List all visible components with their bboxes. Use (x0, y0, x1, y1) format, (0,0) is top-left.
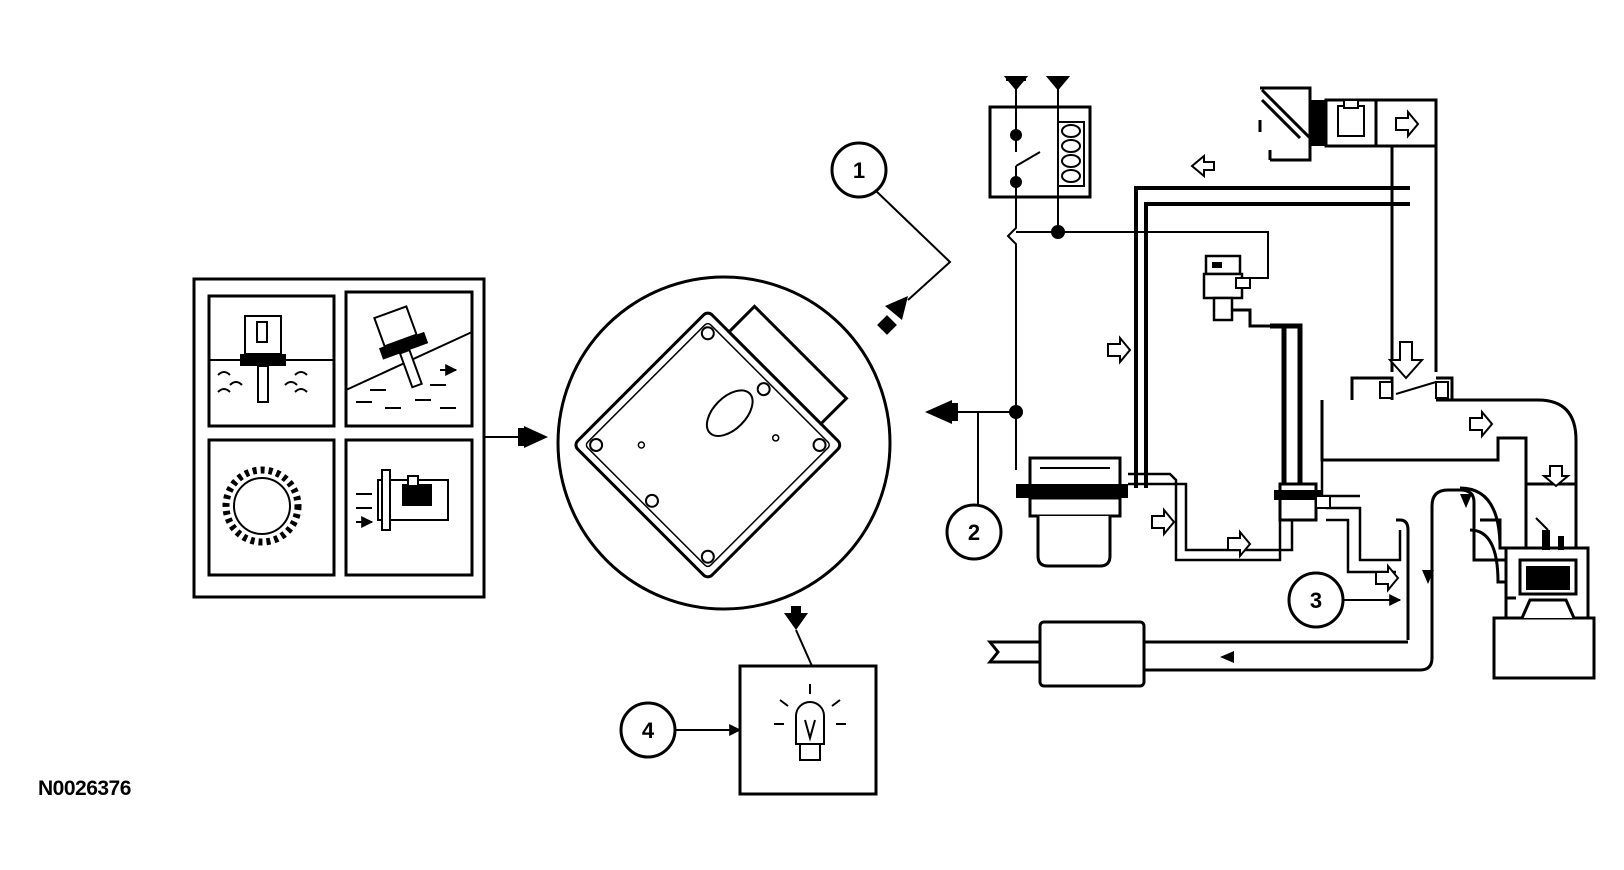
trigger-wheel-icon (207, 438, 336, 577)
purge-line (1320, 460, 1402, 574)
intake-manifold (1320, 376, 1578, 488)
sensor-input-panel (192, 277, 486, 599)
exhaust-system (986, 486, 1516, 672)
vapor-lines (1134, 186, 1410, 500)
junction-dot (1009, 405, 1023, 419)
fuel-pump-relay (988, 76, 1092, 199)
malfunction-indicator-lamp (738, 664, 878, 796)
airflow-arrow-icon (1469, 409, 1494, 439)
exhaust-flow-arrow (1460, 494, 1472, 508)
powertrain-control-module (556, 275, 892, 611)
exhaust-flow-arrow (1422, 570, 1434, 584)
input-arrow-2 (925, 400, 975, 424)
junction-dot (1051, 225, 1065, 239)
fuel-tank (1016, 456, 1128, 568)
callout-4-label: 4 (642, 718, 655, 743)
relay-wiring (975, 182, 1269, 508)
callout-3-label: 3 (1310, 588, 1322, 613)
figure-reference-code: N0026376 (38, 777, 131, 800)
purge-valve (1274, 482, 1331, 522)
callout-1: 1 (830, 141, 952, 335)
lamp-icon (774, 684, 846, 761)
airflow-arrow-icon (1541, 465, 1571, 488)
callout-1-label: 1 (853, 158, 865, 183)
relay-coil-icon (1057, 121, 1085, 187)
air-filter (1258, 86, 1438, 162)
callout-2-label: 2 (968, 520, 980, 545)
callout-3: 3 (1287, 571, 1402, 629)
airflow-sensor-icon (344, 290, 474, 428)
callout-4: 4 (619, 701, 742, 759)
vapor-flow-arrows (1107, 153, 1400, 593)
airflow-arrow-icon (1387, 341, 1425, 380)
temperature-sensor-icon (207, 294, 336, 428)
pressure-sensor-icon (344, 438, 474, 577)
fuel-injector (1202, 254, 1251, 322)
sensor-to-pcm-arrow (484, 426, 548, 448)
intake-duct (1390, 102, 1438, 372)
catalytic-converter (1038, 620, 1146, 688)
engine-cylinder (1492, 484, 1596, 680)
power-supply-icon (1003, 76, 1071, 135)
airflow-arrow-icon (1395, 109, 1420, 139)
callout-2: 2 (945, 503, 1003, 561)
exhaust-flow-arrow (1220, 651, 1234, 663)
tank-to-valve-line (1128, 472, 1294, 562)
pcm-to-lamp-arrow (784, 606, 813, 667)
